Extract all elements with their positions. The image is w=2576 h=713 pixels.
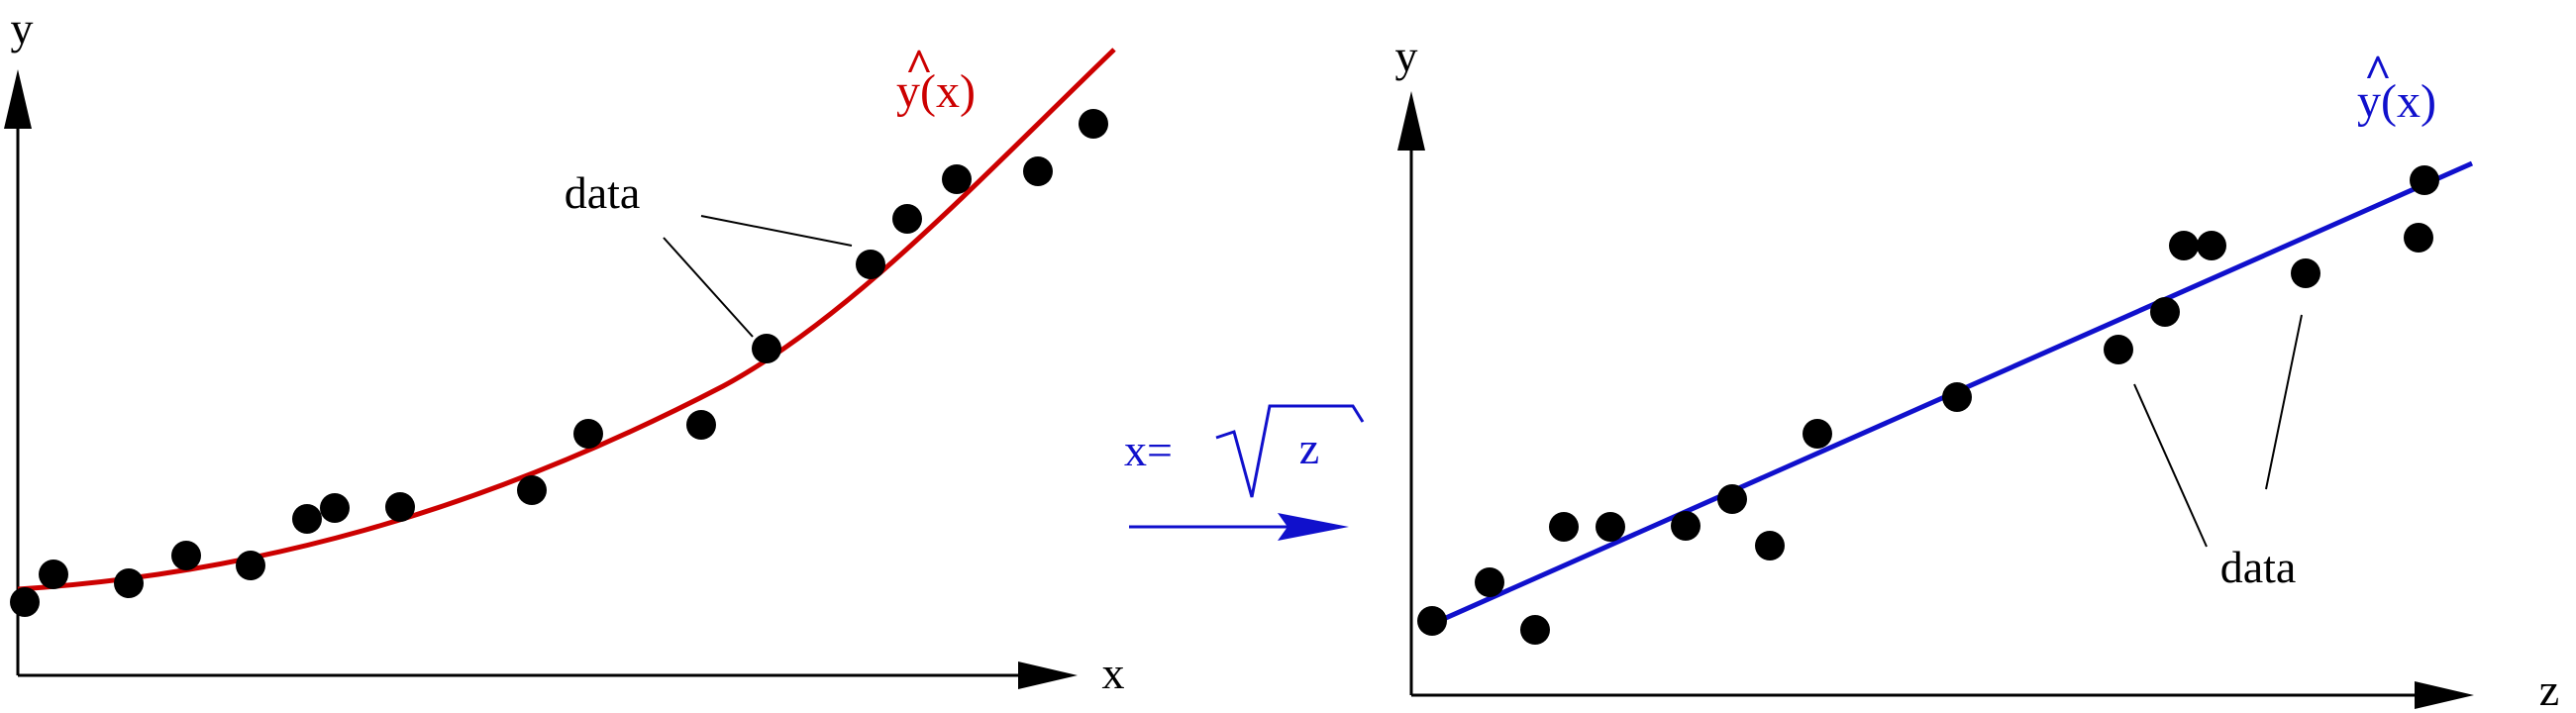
left-y-axis-arrowhead	[4, 69, 32, 129]
data-point	[2291, 258, 2320, 288]
data-point	[292, 504, 322, 534]
data-point	[2104, 335, 2133, 364]
right-fit-hat: ^	[2364, 46, 2392, 98]
data-point	[1717, 484, 1747, 514]
data-point	[1079, 109, 1108, 139]
data-point	[1023, 156, 1053, 186]
data-point	[1755, 531, 1785, 560]
data-point	[1942, 382, 1972, 412]
transformation: x= z	[1124, 404, 1365, 541]
right-panel: z y y(x) ^ data	[1395, 31, 2560, 713]
data-point	[1417, 606, 1447, 636]
data-point	[752, 334, 781, 363]
right-y-axis-arrowhead	[1397, 91, 1425, 151]
left-data-label: data	[565, 167, 641, 218]
left-panel: x y y(x) ^ data	[4, 3, 1125, 698]
data-point	[856, 250, 885, 279]
right-x-axis-label: z	[2539, 664, 2559, 713]
left-data-points	[10, 109, 1108, 617]
right-fit-label: y(x)	[2357, 75, 2436, 128]
left-data-pointer-1	[663, 237, 754, 338]
data-point	[892, 204, 922, 234]
data-point	[1475, 567, 1504, 597]
data-point	[517, 475, 547, 505]
data-point	[39, 560, 68, 589]
data-point	[2404, 223, 2433, 253]
left-fit-hat: ^	[905, 40, 933, 92]
data-point	[1520, 615, 1550, 645]
data-point	[114, 568, 144, 598]
transform-radicand: z	[1299, 423, 1319, 473]
right-data-pointer-2	[2265, 314, 2303, 490]
left-fit-label: y(x)	[896, 65, 976, 118]
transform-arrow-head	[1278, 513, 1349, 541]
data-point	[320, 493, 350, 523]
right-data-pointer-1	[2133, 383, 2208, 548]
data-point	[2169, 231, 2199, 260]
data-point	[236, 551, 265, 580]
left-fit-curve	[17, 48, 1116, 592]
transform-prefix: x=	[1124, 425, 1173, 475]
data-point	[2150, 297, 2180, 327]
left-y-axis-label: y	[11, 3, 34, 53]
right-y-axis-label: y	[1395, 31, 1418, 81]
data-point	[171, 541, 201, 570]
data-point	[10, 587, 40, 617]
data-point	[573, 419, 603, 449]
data-point	[942, 164, 972, 194]
left-x-axis-label: x	[1102, 648, 1125, 698]
data-point	[1803, 419, 1832, 449]
data-point	[2197, 231, 2226, 260]
data-point	[385, 492, 415, 522]
left-data-pointer-2	[700, 215, 853, 247]
data-point	[686, 410, 716, 440]
data-point	[1596, 512, 1625, 542]
right-data-points	[1417, 165, 2439, 645]
right-data-label: data	[2220, 542, 2297, 592]
right-x-axis-arrowhead	[2415, 681, 2474, 709]
data-point	[2410, 165, 2439, 195]
data-point	[1549, 512, 1579, 542]
sqrt-symbol-icon	[1215, 404, 1365, 498]
left-x-axis-arrowhead	[1018, 662, 1078, 689]
data-point	[1671, 511, 1700, 541]
